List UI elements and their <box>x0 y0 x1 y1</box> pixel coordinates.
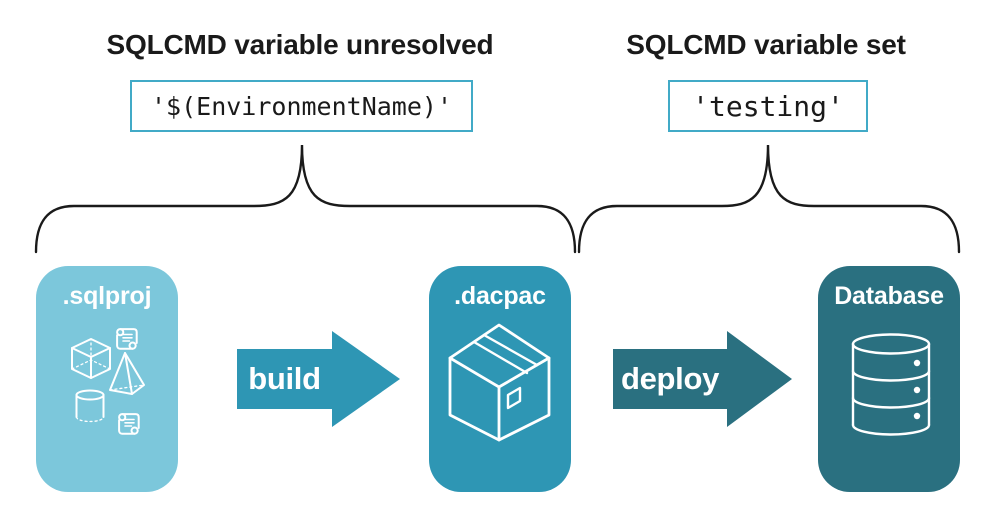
stage-dacpac-label: .dacpac <box>454 282 546 310</box>
stage-sqlproj: .sqlproj <box>36 266 178 492</box>
code-box-environment-variable: '$(EnvironmentName)' <box>130 80 473 132</box>
code-text-testing-value: 'testing' <box>692 89 844 123</box>
code-text-environment-variable: '$(EnvironmentName)' <box>150 91 453 121</box>
cube-icon <box>71 338 111 379</box>
stage-database-label: Database <box>834 282 944 310</box>
deploy-arrow <box>613 331 792 427</box>
stage-dacpac: .dacpac <box>429 266 571 492</box>
left-brace <box>34 144 577 254</box>
database-cylinder-icon <box>851 333 931 436</box>
build-arrow-label: build <box>248 361 321 396</box>
script-scroll-icon <box>118 413 140 435</box>
pyramid-icon <box>109 352 145 395</box>
deploy-arrow-label: deploy <box>620 361 720 396</box>
build-arrow <box>237 331 400 427</box>
script-scroll-icon <box>116 328 138 350</box>
heading-sqlcmd-unresolved: SQLCMD variable unresolved <box>106 29 494 60</box>
sql-project-objects-icon <box>71 328 145 435</box>
right-brace <box>577 144 961 254</box>
stage-database: Database <box>818 266 960 492</box>
cylinder-icon <box>75 389 105 423</box>
code-box-testing-value: 'testing' <box>668 80 868 132</box>
stage-sqlproj-label: .sqlproj <box>62 282 152 310</box>
heading-sqlcmd-set: SQLCMD variable set <box>626 29 906 60</box>
package-box-icon <box>448 323 551 442</box>
